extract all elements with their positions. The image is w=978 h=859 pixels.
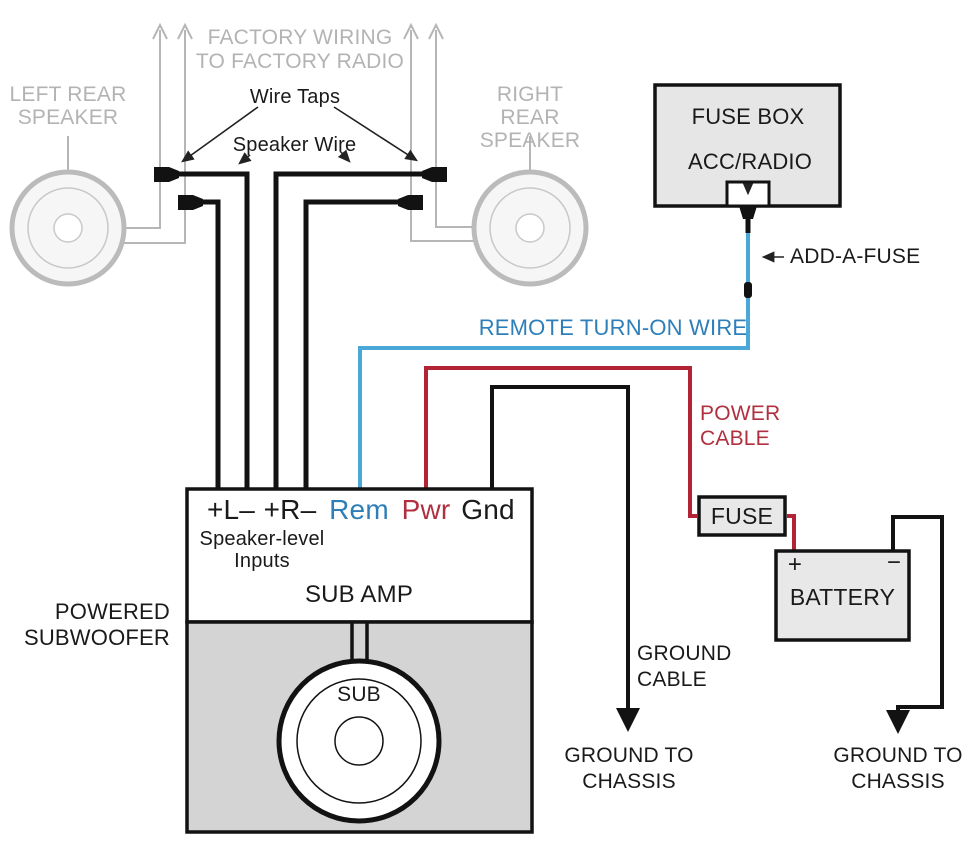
factory-wire <box>435 30 476 228</box>
subwoofer-icon <box>276 658 442 824</box>
power-cable-wire <box>424 366 796 553</box>
factory-wire <box>410 30 474 242</box>
left-rear-speaker-icon <box>9 169 127 287</box>
fuse-plug-icon <box>739 206 757 219</box>
wire-tap-icon <box>178 195 203 210</box>
subwoofer-cone <box>296 678 422 804</box>
speaker-wire-left-lower <box>198 199 221 489</box>
speaker-wire-arrow-right <box>337 149 351 163</box>
power-cable-label: POWER CABLE <box>700 402 781 450</box>
sub-amp-box <box>185 487 534 624</box>
speaker-wire-right-upper <box>273 171 426 489</box>
terminal-right-input: +R– <box>263 494 317 525</box>
up-arrow-icon <box>152 22 168 40</box>
acc-radio-label: ACC/RADIO <box>688 149 813 174</box>
wire-tap-connectors <box>154 167 447 210</box>
factory-wire <box>124 30 186 244</box>
right-rear-speaker-icon <box>471 169 589 287</box>
up-arrow-icon <box>177 22 193 40</box>
terminal-left-input: +L– <box>206 494 256 525</box>
sub-amp-title: SUB AMP <box>304 581 414 608</box>
factory-wiring-label: FACTORY WIRING TO FACTORY RADIO <box>195 26 405 73</box>
right-speaker-label: RIGHT REAR SPEAKER <box>479 83 581 152</box>
speaker-dustcap <box>515 213 545 243</box>
powered-subwoofer-label: POWERED SUBWOOFER <box>23 599 170 650</box>
ground-to-chassis-label-right: GROUND TO CHASSIS <box>833 744 963 793</box>
wire-tap-icon <box>422 167 447 182</box>
speaker-wire-arrow-left <box>238 152 252 165</box>
fuse <box>697 495 787 537</box>
fuse-box-title: FUSE BOX <box>691 104 805 129</box>
fuse-label: FUSE <box>710 503 774 529</box>
terminal-remote: Rem <box>329 494 389 525</box>
wire-taps-arrow-right <box>333 106 419 162</box>
up-arrow-icon <box>428 22 444 40</box>
subwoofer-dustcap <box>334 716 384 766</box>
add-a-fuse-label: ADD-A-FUSE <box>790 245 921 268</box>
terminal-power: Pwr <box>401 494 451 525</box>
ground-to-chassis-label-left: GROUND TO CHASSIS <box>564 744 694 793</box>
factory-wire <box>126 30 161 229</box>
sub-label: SUB <box>337 683 381 706</box>
speaker-dustcap <box>53 213 83 243</box>
speaker-cone <box>27 187 109 269</box>
ground-arrow-icon <box>886 710 910 734</box>
terminal-ground: Gnd <box>461 494 515 525</box>
speaker-wires <box>176 171 426 489</box>
wire-tap-icon <box>154 167 179 182</box>
ground-arrow-icon <box>616 708 640 732</box>
battery-minus-terminal: − <box>886 549 902 576</box>
annotation-arrows <box>181 106 784 263</box>
wire-tap-icon <box>398 195 423 210</box>
remote-turn-on-wire <box>358 232 750 489</box>
left-speaker-label: LEFT REAR SPEAKER <box>9 83 127 129</box>
remote-turn-on-label: REMOTE TURN-ON WIRE <box>478 315 748 340</box>
battery-label: BATTERY <box>789 584 896 610</box>
inline-fuse-holder-icon <box>744 282 752 298</box>
battery-negative-wire <box>891 515 944 713</box>
power-wire-fuse-to-battery <box>787 514 796 553</box>
speaker-level-inputs-label: Speaker-level Inputs <box>199 528 325 572</box>
remote-wire-main <box>358 296 750 489</box>
wire-taps-arrow-left <box>181 106 259 163</box>
speaker-wire-right-lower <box>303 199 400 489</box>
ground-wires <box>490 385 944 713</box>
wire-taps-label: Wire Taps <box>249 86 341 108</box>
power-wire-amp-to-fuse <box>424 366 697 518</box>
ground-cable-wire <box>490 385 630 710</box>
up-arrow-icon <box>403 22 419 40</box>
battery <box>774 549 911 642</box>
speaker-wire-label: Speaker Wire <box>232 134 357 156</box>
speaker-wire-left-upper <box>176 171 250 489</box>
ground-cable-label: GROUND CABLE <box>637 642 732 691</box>
battery-plus-terminal: + <box>787 551 803 578</box>
speaker-cone <box>489 187 571 269</box>
